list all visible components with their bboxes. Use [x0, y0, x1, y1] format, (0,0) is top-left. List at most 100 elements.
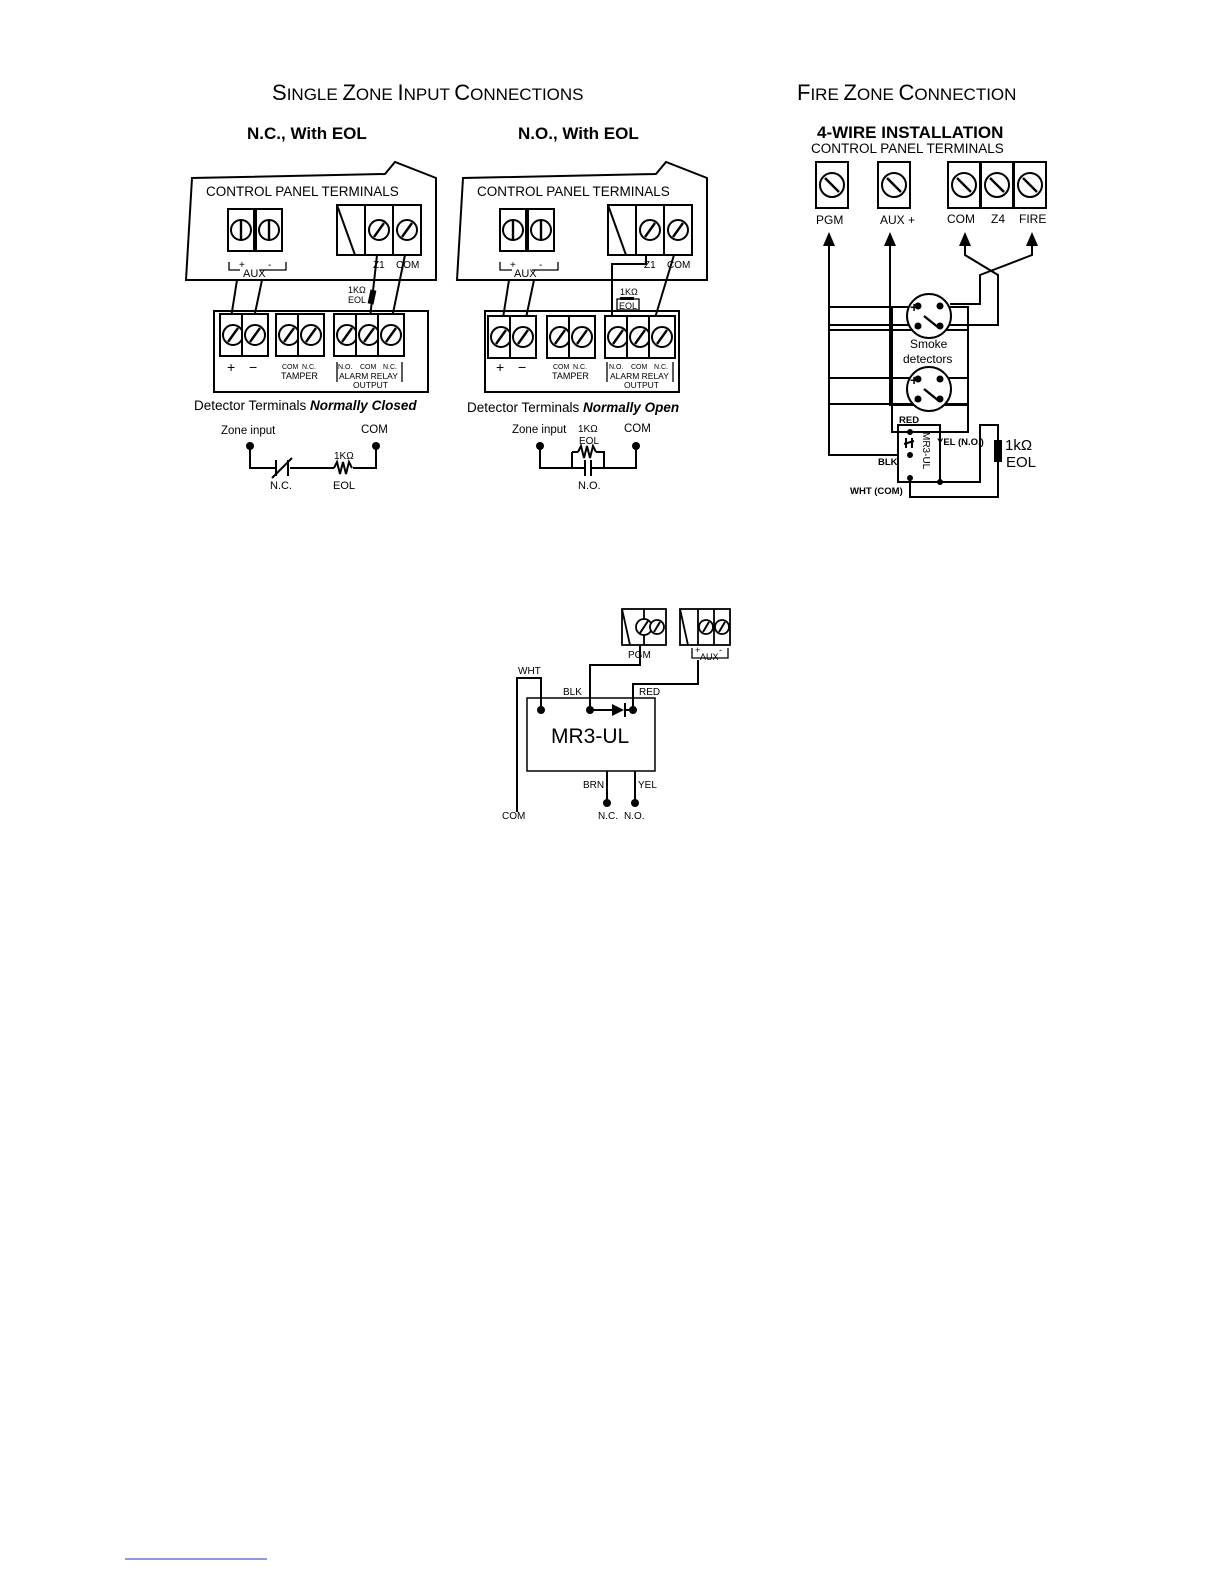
fire-yel-label: YEL (N.O.) [937, 437, 984, 448]
relay-blk-label: BLK [563, 687, 582, 698]
nc-detector-caption: Detector Terminals Normally Closed [194, 398, 417, 413]
nc-sch-contact-label: N.C. [270, 480, 292, 492]
nc-com-label: COM [396, 260, 419, 271]
fire-fire-arrow [1026, 232, 1038, 246]
relay-red-dot [629, 706, 637, 714]
fire-zone-wire [950, 238, 1033, 305]
nc-det-screw-relay-nc [376, 312, 406, 358]
nc-panel-screw-aux-minus [254, 207, 284, 253]
fire-eol-wires [909, 424, 999, 498]
nc-schematic-wire [249, 446, 377, 469]
relay-no-dot [631, 799, 639, 807]
nc-relay-label: ALARM RELAY [339, 371, 398, 381]
fire-fire-label: FIRE [1019, 212, 1046, 226]
no-schematic-wire [539, 446, 637, 469]
nc-schematic-resistor [333, 459, 353, 475]
fire-screw-aux-plus [876, 160, 912, 210]
fire-pgm-wire [828, 238, 898, 456]
nc-tamper-com: COM [282, 364, 299, 371]
nc-aux-plus-label: + [239, 260, 245, 271]
no-relay-nc: N.C. [654, 364, 668, 371]
no-sch-contact-label: N.O. [578, 480, 601, 492]
relay-yel-label: YEL [638, 780, 657, 791]
fire-mr3-label: MR3-UL [920, 432, 931, 470]
nc-sch-dot-left [246, 442, 254, 450]
no-det-minus: − [518, 359, 526, 375]
nc-panel-label: CONTROL PANEL TERMINALS [206, 184, 399, 199]
nc-schematic-nc-contact [271, 457, 293, 479]
fire-eol-resistor [994, 440, 1002, 462]
relay-diode-icon [612, 704, 624, 716]
fire-panel-label: CONTROL PANEL TERMINALS [811, 141, 1004, 156]
no-aux-plus-label: + [510, 260, 516, 271]
fire-screw-fire [1012, 160, 1048, 210]
no-panel-label: CONTROL PANEL TERMINALS [477, 184, 670, 199]
nc-tamper-nc: N.C. [302, 364, 316, 371]
nc-connection-wires [230, 254, 406, 319]
no-sch-dot-left [536, 442, 544, 450]
no-eol-label: EOL [619, 301, 637, 311]
no-schematic-resistor [577, 443, 597, 459]
no-det-screw-relay-nc [647, 314, 677, 360]
nc-tamper-label: TAMPER [281, 371, 318, 381]
fire-wht-label: WHT (COM) [850, 486, 903, 497]
no-connection-wires [502, 254, 675, 319]
fire-com-label: COM [947, 212, 975, 226]
no-sch-eol-label: EOL [579, 436, 599, 447]
nc-relay-output-label: OUTPUT [353, 380, 388, 390]
relay-com-label: COM [502, 811, 525, 822]
no-relay-com: COM [631, 364, 648, 371]
no-aux-bracket [499, 262, 559, 271]
no-com-label: COM [667, 260, 690, 271]
nc-sch-com: COM [361, 424, 388, 436]
relay-aux-terminals [679, 608, 731, 646]
relay-wht-wire [516, 677, 542, 812]
nc-det-screw-tamper-nc [296, 312, 326, 358]
relay-blk-dot [586, 706, 594, 714]
no-det-plus: + [496, 359, 504, 375]
no-tamper-nc: N.C. [573, 364, 587, 371]
smoke-detector-1-plus: + [910, 299, 918, 315]
fire-pgm-arrow [823, 232, 835, 246]
no-relay-bracket [606, 362, 674, 382]
fire-pgm-label: PGM [816, 213, 843, 227]
relay-brn-label: BRN [583, 780, 604, 791]
nc-relay-nc: N.C. [383, 364, 397, 371]
no-control-panel-outline [455, 160, 708, 281]
no-eol-value: 1KΩ [620, 287, 638, 297]
no-detector-caption: Detector Terminals Normally Open [467, 400, 679, 415]
relay-red-label: RED [639, 687, 660, 698]
fire-blk-label: BLK [878, 457, 898, 468]
fire-com-arrow [959, 232, 971, 246]
relay-nc-dot [603, 799, 611, 807]
no-schematic-no-contact [584, 460, 592, 476]
no-detector-board [484, 310, 680, 393]
nc-aux-minus-label: - [268, 260, 271, 271]
relay-wht-label: WHT [518, 666, 541, 677]
smoke-detector-2-plus: + [910, 372, 918, 388]
nc-diagram-title: N.C., With EOL [247, 124, 367, 143]
relay-module-label: MR3-UL [551, 725, 629, 748]
no-panel-zone-terminals [607, 204, 693, 256]
no-diagram-title: N.O., With EOL [518, 124, 639, 143]
fire-mr3-module-box [897, 424, 941, 483]
nc-det-plus: + [227, 359, 235, 375]
no-sch-res-label: 1KΩ [578, 424, 598, 435]
no-relay-no: N.O. [609, 364, 623, 371]
nc-det-screw-minus [240, 312, 270, 358]
nc-relay-com: COM [360, 364, 377, 371]
no-sch-zone-input: Zone input [512, 424, 567, 436]
no-panel-screw-aux-plus [498, 207, 528, 253]
no-z1-label: Z1 [644, 260, 656, 271]
relay-pgm-terminals [621, 608, 667, 646]
no-sch-dot-right [632, 442, 640, 450]
nc-sch-zone-input: Zone input [221, 425, 276, 437]
nc-z1-label: Z1 [373, 260, 385, 271]
no-eol-resistor [620, 297, 634, 300]
fire-aux-arrow [884, 232, 896, 246]
nc-det-minus: − [249, 359, 257, 375]
fire-screw-z4 [979, 160, 1015, 210]
nc-aux-bracket [228, 262, 287, 271]
no-aux-minus-label: - [539, 260, 542, 271]
fire-red-label: RED [899, 415, 919, 426]
